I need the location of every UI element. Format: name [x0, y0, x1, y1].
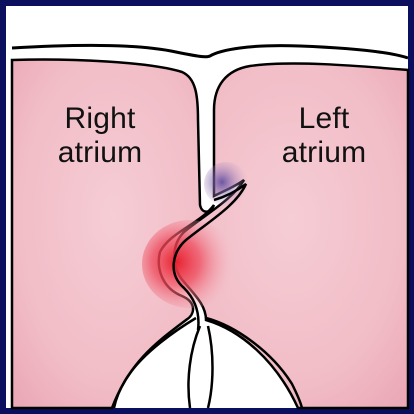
left-atrium-label-line1: Left: [266, 102, 382, 136]
flap-purple-highlight: [204, 162, 248, 206]
right-atrium-label-line1: Right: [42, 102, 158, 136]
left-atrium-label: Left atrium: [266, 102, 382, 170]
right-atrium-label-line2: atrium: [42, 136, 158, 170]
right-atrium-label: Right atrium: [42, 102, 158, 170]
left-atrium-label-line2: atrium: [266, 136, 382, 170]
